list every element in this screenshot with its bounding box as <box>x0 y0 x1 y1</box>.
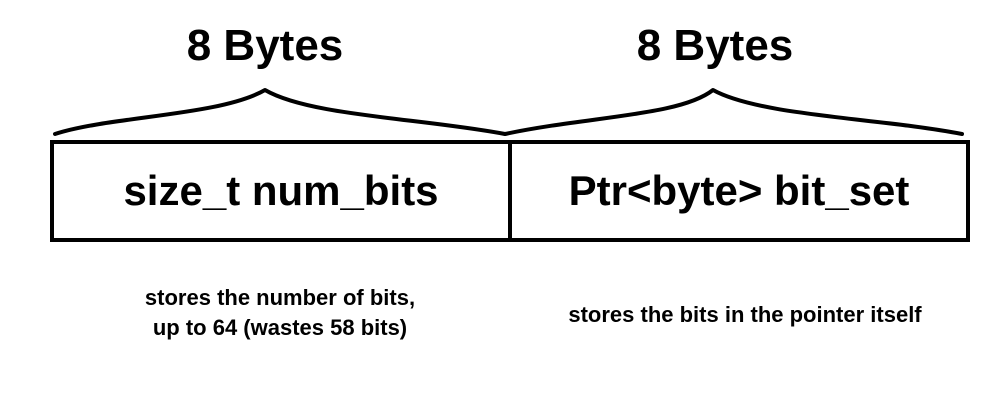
num-bits-description: stores the number of bits, up to 64 (was… <box>70 283 490 343</box>
bit-set-field: Ptr<byte> bit_set <box>568 167 910 214</box>
num-bits-description-line2: up to 64 (wastes 58 bits) <box>152 315 408 340</box>
left-brace <box>53 88 507 136</box>
braces <box>53 88 964 136</box>
right-brace <box>503 88 964 136</box>
struct-layout-box: size_t num_bits Ptr<byte> bit_set <box>50 140 970 242</box>
right-size-label: 8 Bytes <box>636 21 794 70</box>
left-size-label: 8 Bytes <box>186 21 344 70</box>
bit-set-description: stores the bits in the pointer itself <box>568 302 922 327</box>
num-bits-description-line1: stores the number of bits, <box>144 285 416 310</box>
num-bits-field: size_t num_bits <box>54 144 512 238</box>
